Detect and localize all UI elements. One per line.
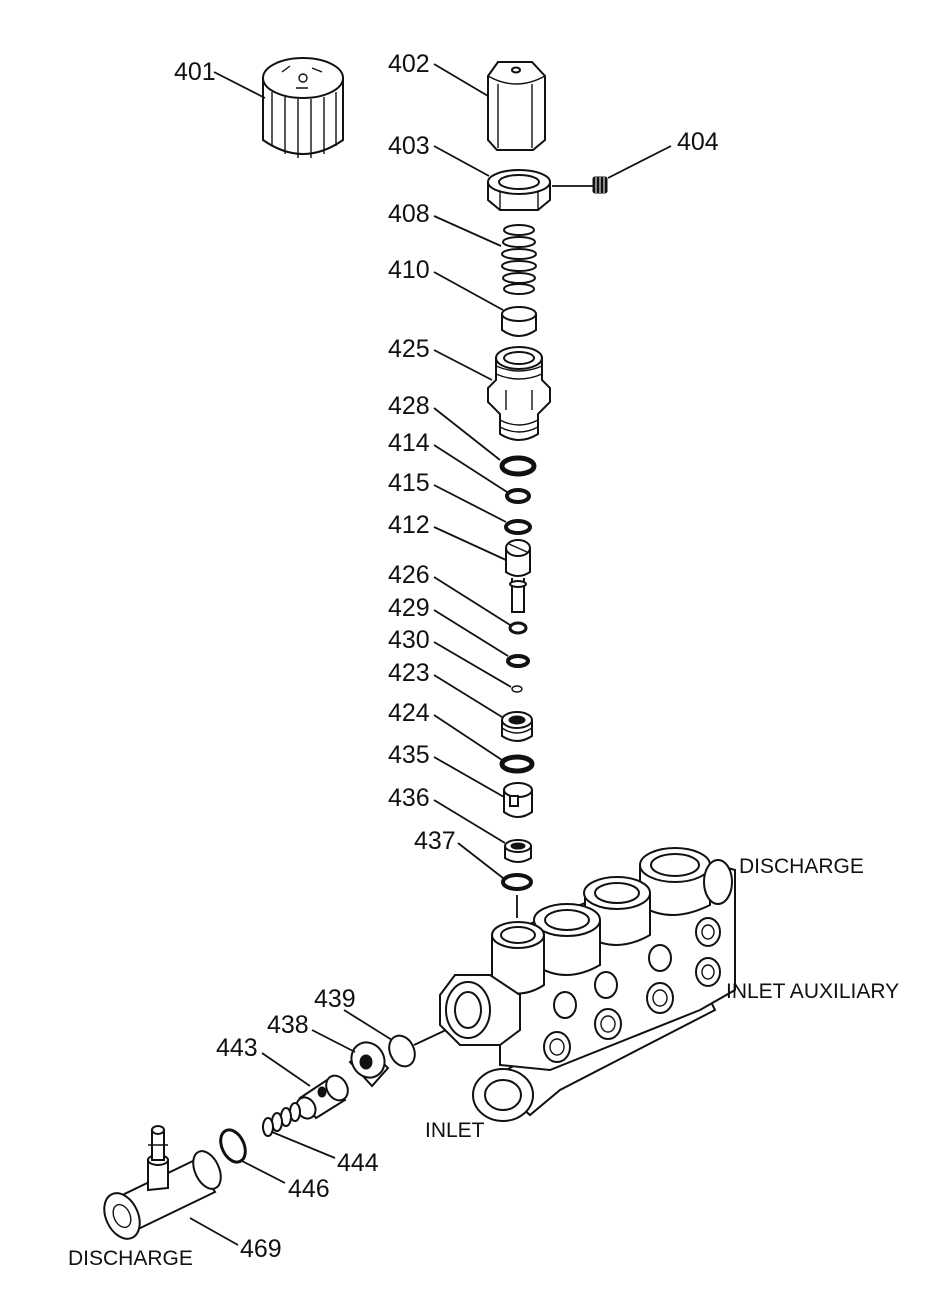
part-412-valve-stem	[505, 539, 531, 613]
part-402-hex-cap	[487, 61, 546, 151]
label-part-415: 415	[388, 469, 430, 497]
part-425-valve-body	[487, 346, 551, 441]
part-414-washer	[505, 488, 531, 504]
label-part-438: 438	[267, 1011, 309, 1039]
part-428-o-ring	[499, 455, 537, 477]
part-469-injector	[103, 1125, 222, 1240]
label-part-435: 435	[388, 741, 430, 769]
label-part-430: 430	[388, 626, 430, 654]
part-410-retainer	[501, 306, 537, 337]
part-444-spring	[262, 1102, 301, 1137]
manifold-body	[439, 847, 736, 1122]
leader-lines	[189, 63, 672, 1246]
label-part-439: 439	[314, 985, 356, 1013]
part-443-poppet	[295, 1074, 349, 1120]
label-part-423: 423	[388, 659, 430, 687]
part-424-seat	[501, 711, 533, 742]
part-436-insert	[503, 782, 533, 818]
label-part-424: 424	[388, 699, 430, 727]
part-401-cap	[262, 57, 344, 158]
label-part-402: 402	[388, 50, 430, 78]
label-part-414: 414	[388, 429, 430, 457]
part-430-o-ring	[506, 654, 530, 668]
assembly-axis-line-2	[413, 1029, 447, 1046]
label-part-446: 446	[288, 1175, 330, 1203]
label-part-425: 425	[388, 335, 430, 363]
label-part-426: 426	[388, 561, 430, 589]
label-discharge-top: DISCHARGE	[739, 855, 864, 878]
part-437-seat	[504, 839, 532, 863]
label-part-444: 444	[337, 1149, 379, 1177]
part-408-spring	[501, 224, 537, 295]
label-part-410: 410	[388, 256, 430, 284]
label-part-412: 412	[388, 511, 430, 539]
label-part-436: 436	[388, 784, 430, 812]
label-inlet: INLET	[425, 1119, 485, 1142]
label-part-429: 429	[388, 594, 430, 622]
label-part-404: 404	[677, 128, 719, 156]
port-labels: DISCHARGE INLET AUXILIARY INLET DISCHARG…	[68, 855, 899, 1270]
label-part-437: 437	[414, 827, 456, 855]
part-415-o-ring	[504, 519, 532, 535]
part-number-labels: 401 402 403 404 408 410 425 428 414 415 …	[174, 50, 719, 1263]
part-435-o-ring	[499, 754, 535, 774]
part-403-nut	[487, 169, 551, 211]
part-437-o-ring	[501, 873, 533, 891]
part-439-o-ring	[388, 1034, 416, 1068]
label-part-408: 408	[388, 200, 430, 228]
label-part-403: 403	[388, 132, 430, 160]
part-426-clip	[508, 621, 528, 635]
label-inlet-auxiliary: INLET AUXILIARY	[726, 980, 899, 1003]
label-part-443: 443	[216, 1034, 258, 1062]
part-446-o-ring	[219, 1128, 247, 1164]
label-part-469: 469	[240, 1235, 282, 1263]
part-438-seat	[348, 1041, 390, 1088]
label-part-428: 428	[388, 392, 430, 420]
part-423-ball	[511, 685, 523, 693]
label-part-401: 401	[174, 58, 216, 86]
label-discharge-bottom: DISCHARGE	[68, 1247, 193, 1270]
part-404-set-screw	[592, 176, 608, 194]
